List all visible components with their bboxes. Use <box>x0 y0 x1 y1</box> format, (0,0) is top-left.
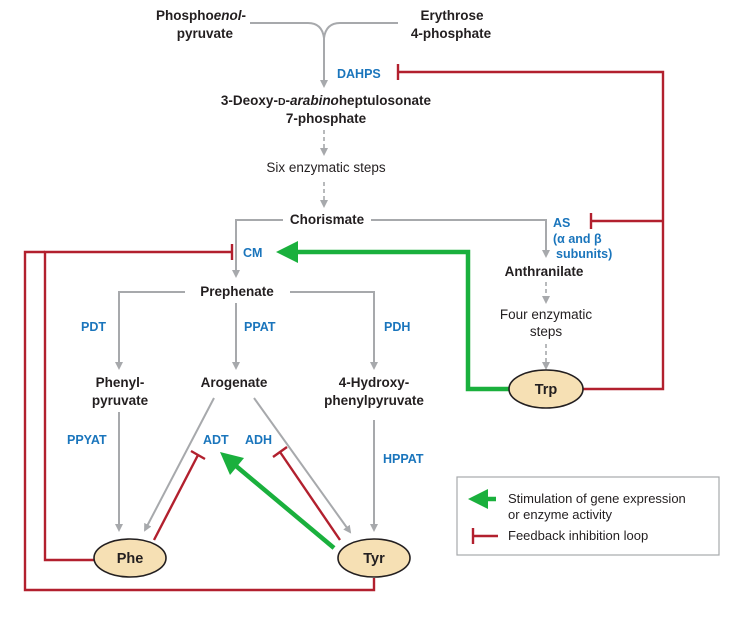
as-label-line3: subunits) <box>556 247 612 261</box>
phenylpyruvate-label-line2: pyruvate <box>92 393 149 408</box>
arogenate-to-phe-arrow <box>144 397 215 532</box>
e4p-label-line1: Erythrose <box>420 8 484 23</box>
feedback-inhibition-loops <box>23 64 665 592</box>
four-steps-label-line2: steps <box>530 324 563 339</box>
ppyat-label: PPYAT <box>67 433 107 447</box>
step-labels: Six enzymatic steps Four enzymatic steps <box>266 160 592 339</box>
dahp-label-line2: 7-phosphate <box>286 111 367 126</box>
dahp-label-line1: 3-Deoxy-D-arabinoheptulosonate <box>221 93 432 108</box>
pathway-arrows <box>115 22 550 534</box>
six-steps-label: Six enzymatic steps <box>266 160 386 175</box>
legend-stimulation-label-line1: Stimulation of gene expression <box>508 491 686 506</box>
as-label-line2: (α and β <box>553 232 602 246</box>
dahps-label: DAHPS <box>337 67 381 81</box>
legend-stimulation-arrowhead <box>468 489 488 509</box>
enzyme-labels: DAHPS AS (α and β subunits) CM PDT PPAT … <box>67 67 612 466</box>
chorismate-label: Chorismate <box>290 212 365 227</box>
phenylpyruvate-label-line1: Phenyl- <box>96 375 145 390</box>
tyr-label: Tyr <box>363 551 385 567</box>
adt-label: ADT <box>203 433 229 447</box>
product-nodes: Trp Phe Tyr <box>93 369 584 578</box>
tyr-to-adh-inhibition <box>279 451 341 541</box>
hpp-label-line1: 4-Hydroxy- <box>339 375 410 390</box>
pep-label-line2: pyruvate <box>177 26 234 41</box>
prephenate-to-hpp-arrow <box>290 291 378 370</box>
tyr-to-cm-inhibition <box>23 250 376 592</box>
pdh-label: PDH <box>384 320 410 334</box>
trp-inhibition-loop <box>398 70 665 391</box>
hppat-label: HPPAT <box>383 452 424 466</box>
adh-inhibition-bar <box>272 446 288 458</box>
metabolite-labels: Phosphoenol- pyruvate Erythrose 4-phosph… <box>92 8 584 408</box>
legend-stimulation-label-line2: or enzyme activity <box>508 507 613 522</box>
phe-to-adt-inhibition <box>152 454 200 541</box>
phe-to-cm-inhibition <box>43 250 232 562</box>
e4p-label-line2: 4-phosphate <box>411 26 492 41</box>
prephenate-label: Prephenate <box>200 284 274 299</box>
phe-label: Phe <box>117 551 144 567</box>
phe-node: Phe <box>93 538 167 578</box>
legend: Stimulation of gene expression or enzyme… <box>456 476 720 556</box>
tyr-to-adt-stimulation <box>234 464 336 550</box>
e4p-to-merge-line <box>323 22 398 39</box>
pdt-label: PDT <box>81 320 106 334</box>
hpp-label-line2: phenylpyruvate <box>324 393 424 408</box>
trp-node: Trp <box>508 369 584 409</box>
pep-label-line1: Phosphoenol- <box>156 8 246 23</box>
adh-label: ADH <box>245 433 272 447</box>
trp-to-cm-stimulation <box>296 249 510 392</box>
chorismate-to-anthranilate-arrow <box>371 219 550 258</box>
as-label-line1: AS <box>553 216 570 230</box>
arogenate-label: Arogenate <box>201 375 268 390</box>
legend-inhibition-label: Feedback inhibition loop <box>508 528 648 543</box>
arogenate-to-tyr-arrow <box>253 397 352 534</box>
adt-inhibition-bar <box>190 449 206 461</box>
prephenate-to-phenylpyruvate-arrow <box>115 291 185 370</box>
trp-ellipse <box>508 369 584 409</box>
phe-ellipse <box>93 538 167 578</box>
trp-label: Trp <box>535 382 558 398</box>
chorismate-to-cm-arrow <box>232 219 283 278</box>
tyr-node: Tyr <box>337 538 411 578</box>
ppat-label: PPAT <box>244 320 276 334</box>
tyr-ellipse <box>337 538 411 578</box>
pep-to-merge-line <box>250 22 325 39</box>
stimulation-arrows <box>220 241 510 550</box>
cm-label: CM <box>243 246 262 260</box>
cm-stimulation-arrowhead <box>276 241 298 263</box>
four-steps-label-line1: Four enzymatic <box>500 307 593 322</box>
adt-stimulation-arrowhead <box>220 452 244 475</box>
anthranilate-label: Anthranilate <box>505 264 584 279</box>
legend-box <box>456 476 720 556</box>
